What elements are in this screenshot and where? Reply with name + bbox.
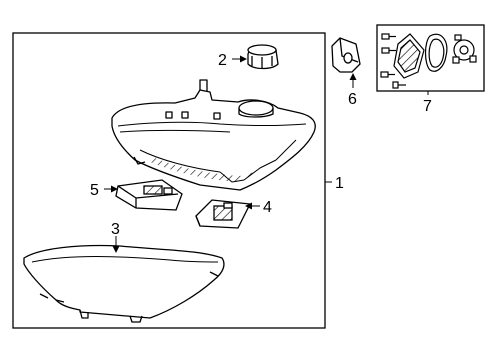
- callout-3: 3: [111, 221, 120, 238]
- screw-icon: [380, 71, 395, 78]
- screw-icon: [381, 33, 396, 40]
- led-driver-module: [195, 199, 252, 229]
- control-module: [115, 179, 183, 211]
- screw-icon: [392, 81, 406, 89]
- housing-hatch: [150, 158, 262, 182]
- bulb-cap: [247, 44, 279, 70]
- leader-lines: [104, 55, 429, 253]
- callout-5: 5: [90, 182, 99, 199]
- callout-1: 1: [335, 175, 344, 192]
- assembly-frame: [12, 32, 326, 329]
- mounting-bracket: [331, 37, 361, 73]
- socket-icon: [452, 34, 477, 64]
- callout-6: 6: [348, 91, 357, 108]
- hardware-kit: [380, 33, 477, 89]
- callout-7: 7: [423, 98, 432, 115]
- screw-icon: [381, 47, 396, 54]
- callout-2: 2: [218, 52, 227, 69]
- callout-4: 4: [263, 199, 272, 216]
- headlamp-lens: [23, 244, 225, 323]
- hardware-kit-frame: [376, 24, 485, 92]
